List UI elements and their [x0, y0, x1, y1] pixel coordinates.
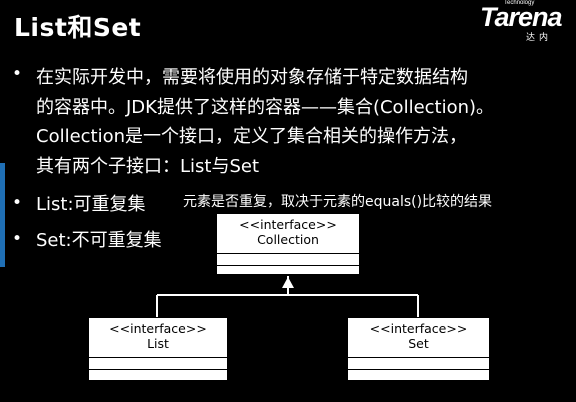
list-box-header: <<interface>> List [89, 318, 227, 358]
bullet-icon: • [12, 193, 23, 213]
set-interface-box: <<interface>> Set [347, 317, 490, 381]
paragraph-line: Collection是一个接口，定义了集合相关的操作方法， [36, 126, 468, 147]
list-name: List [147, 336, 169, 351]
bullet-icon: • [12, 64, 23, 84]
accent-bar [0, 163, 5, 267]
collection-box-header: <<interface>> Collection [217, 214, 359, 254]
collection-stereotype: <<interface>> [239, 217, 337, 232]
tarena-logo: Technology Tarena 达内 [480, 0, 570, 43]
logo-brand: Tarena [480, 2, 563, 32]
paragraph-line: 其有两个子接口：List与Set [36, 155, 260, 177]
set-name: Set [408, 336, 429, 351]
slide-title: List和Set [14, 13, 142, 42]
paragraph-line: 的容器中。JDK提供了这样的容器——集合(Collection)。 [36, 96, 495, 118]
collection-interface-box: <<interface>> Collection [216, 213, 360, 275]
set-stereotype: <<interface>> [369, 321, 468, 336]
logo-brand-cn: 达内 [526, 33, 553, 43]
collection-attributes [217, 254, 359, 266]
set-attributes [348, 358, 489, 370]
list-interface-box: <<interface>> List [88, 317, 228, 381]
logo-tagline: Technology [504, 0, 535, 6]
inheritance-arrowhead [282, 277, 294, 288]
collection-name: Collection [257, 232, 319, 247]
bullet-set: Set:不可重复集 [36, 230, 162, 251]
intro-paragraph: 在实际开发中，需要将使用的对象存储于特定数据结构 的容器中。JDK提供了这样的容… [36, 63, 576, 181]
equals-note: 元素是否重复，取决于元素的equals()比较的结果 [183, 194, 493, 210]
bullet-list: List:可重复集 [36, 194, 146, 215]
bullet-icon: • [12, 229, 23, 249]
list-attributes [89, 358, 227, 370]
paragraph-line: 在实际开发中，需要将使用的对象存储于特定数据结构 [36, 67, 468, 88]
set-box-header: <<interface>> Set [348, 318, 489, 358]
list-stereotype: <<interface>> [109, 321, 207, 336]
